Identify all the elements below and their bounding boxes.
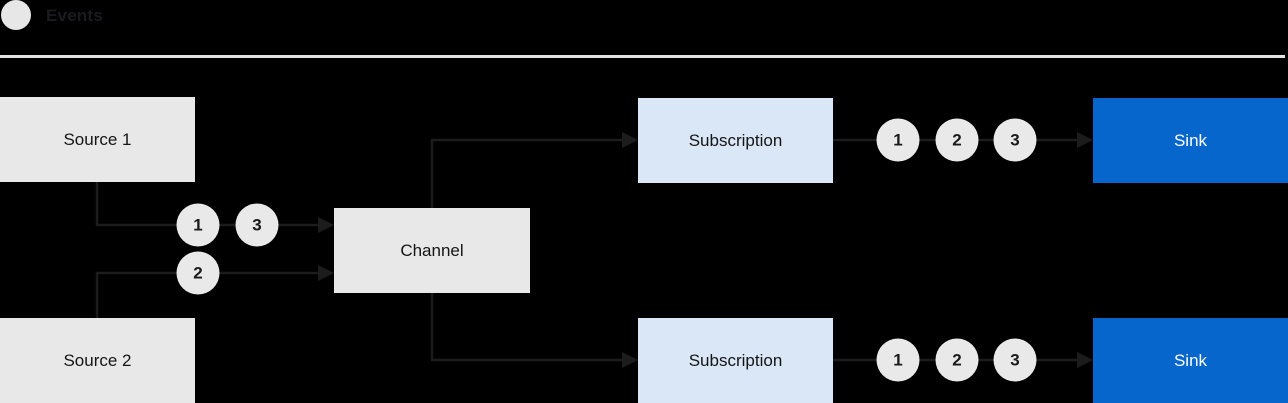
- event-circle-3: 3: [235, 203, 279, 247]
- node-subscription-top-label: Subscription: [688, 130, 783, 150]
- node-source-1: Source 1: [0, 97, 195, 182]
- event-circle-2: 2: [176, 251, 220, 295]
- node-sink-bottom: Sink: [1093, 318, 1288, 403]
- node-source-2: Source 2: [0, 318, 195, 403]
- arrow-source2-to-channel: [95, 265, 334, 318]
- arrow-channel-to-subscription-bottom: [430, 293, 638, 368]
- event-circle-1: 1: [876, 338, 920, 382]
- node-source-2-label: Source 2: [63, 350, 132, 370]
- event-circle-3: 3: [993, 338, 1037, 382]
- arrow-channel-to-subscription-top: [430, 132, 638, 208]
- event-circle-1: 1: [176, 203, 220, 247]
- node-subscription-bottom: Subscription: [638, 318, 833, 403]
- events-legend-circle-icon: [1, 0, 31, 30]
- event-circle-1: 1: [876, 118, 920, 162]
- node-sink-bottom-label: Sink: [1173, 350, 1208, 370]
- node-subscription-top: Subscription: [638, 98, 833, 183]
- node-sink-top: Sink: [1093, 98, 1288, 183]
- node-subscription-bottom-label: Subscription: [688, 350, 783, 370]
- node-channel-label: Channel: [400, 240, 464, 260]
- event-circle-2: 2: [935, 118, 979, 162]
- node-sink-top-label: Sink: [1173, 130, 1208, 150]
- events-legend-label: Events: [46, 6, 103, 25]
- legend-divider: [0, 55, 1285, 58]
- event-circle-2: 2: [935, 338, 979, 382]
- node-source-1-label: Source 1: [63, 129, 132, 149]
- node-channel: Channel: [334, 208, 530, 293]
- event-circle-3: 3: [993, 118, 1037, 162]
